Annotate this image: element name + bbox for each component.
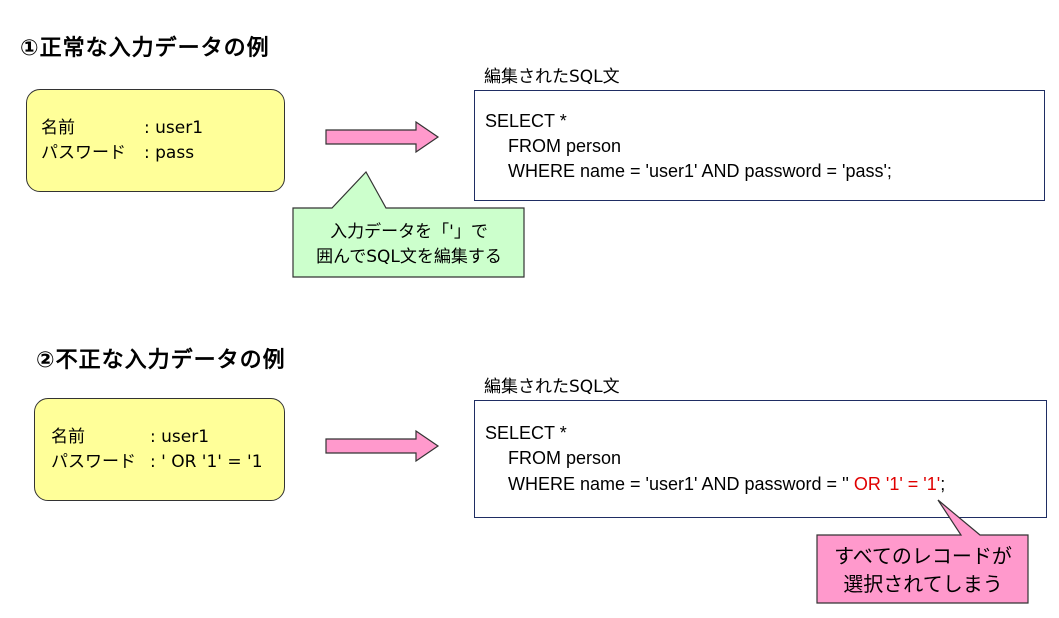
example1-title: ①正常な入力データの例	[20, 36, 270, 61]
password-label: パスワード	[51, 452, 136, 472]
sql-line-select: SELECT *	[485, 111, 567, 131]
example1-callout: 入力データを「'」で 囲んでSQL文を編集する	[292, 170, 526, 278]
callout-shape	[816, 499, 1029, 604]
callout-line1: すべてのレコードが	[834, 544, 1012, 568]
sql-line-where: WHERE name = 'user1' AND password = '' O…	[508, 472, 945, 497]
arrow-right-icon	[325, 429, 440, 463]
example1-sql-caption: 編集されたSQL文	[484, 67, 620, 87]
callout-line2: 囲んでSQL文を編集する	[316, 247, 502, 267]
sql-line-from: FROM person	[508, 136, 622, 156]
name-label: 名前	[41, 118, 75, 138]
callout-text: 入力データを「'」で 囲んでSQL文を編集する	[292, 220, 526, 270]
callout-shape	[292, 170, 525, 278]
name-value: : user1	[150, 427, 210, 447]
example2-sql-box: SELECT * FROM person WHERE name = 'user1…	[474, 400, 1047, 518]
example2-callout: すべてのレコードが 選択されてしまう	[816, 497, 1030, 605]
example2-input-box: 名前 : user1 パスワード : ' OR '1' = '1	[34, 398, 285, 501]
sql-line-where: WHERE name = 'user1' AND password = 'pas…	[508, 161, 892, 181]
example1-sql-box: SELECT * FROM person WHERE name = 'user1…	[474, 90, 1045, 201]
sql-line-select: SELECT *	[485, 423, 567, 443]
callout-line2: 選択されてしまう	[843, 572, 1003, 596]
example1-input-box: 名前 : user1 パスワード : pass	[26, 89, 285, 192]
sql-line-from: FROM person	[508, 448, 622, 468]
sql-where-prefix: WHERE name = 'user1' AND password = ''	[508, 474, 854, 494]
password-label: パスワード	[41, 143, 126, 163]
sql-injected-condition: OR '1' = '1'	[853, 474, 941, 494]
example2-title: ②不正な入力データの例	[36, 348, 286, 373]
sql-where-suffix: ;	[940, 474, 946, 494]
name-value: : user1	[144, 118, 204, 138]
arrow-right-icon	[325, 120, 440, 154]
password-value: : pass	[144, 143, 195, 163]
callout-text: すべてのレコードが 選択されてしまう	[816, 542, 1030, 598]
password-value: : ' OR '1' = '1	[150, 452, 263, 472]
example2-sql-caption: 編集されたSQL文	[484, 377, 620, 397]
name-label: 名前	[51, 427, 85, 447]
callout-line1: 入力データを「'」で	[330, 222, 488, 242]
